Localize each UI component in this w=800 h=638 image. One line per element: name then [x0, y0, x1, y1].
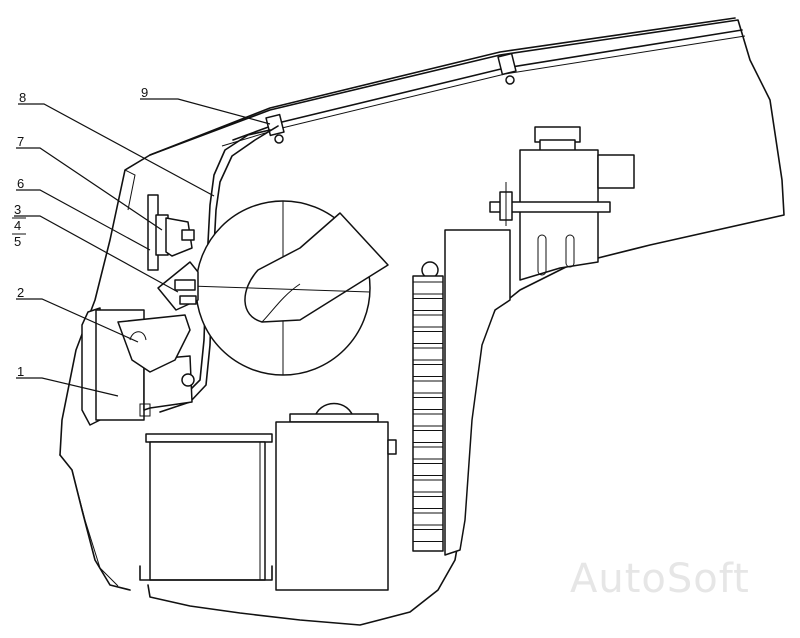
leader-lines [14, 98, 271, 397]
radiator-cell [412, 397, 444, 410]
valve-assembly [147, 194, 199, 311]
radiator-cell [412, 413, 444, 427]
callout-label-4: 4 [14, 218, 21, 233]
radiator-cell [412, 512, 444, 526]
radiator-cell [412, 446, 444, 460]
callout-label-9: 9 [141, 85, 148, 100]
radiator-stack [412, 229, 511, 556]
battery-right [275, 402, 397, 591]
callout-labels: 1 2 3 4 5 6 7 8 9 [12, 85, 148, 379]
radiator-cell [412, 298, 444, 311]
pipe-clip-9 [265, 52, 517, 144]
radiator-cell [412, 529, 444, 542]
radiator-cell [412, 364, 444, 377]
callout-label-7: 7 [17, 134, 24, 149]
round-housing [189, 200, 389, 376]
radiator-cell [412, 347, 444, 361]
battery-left [139, 433, 273, 581]
radiator-cell [412, 479, 444, 493]
radiator-cell [412, 430, 444, 443]
radiator-cell [412, 281, 444, 295]
callout-label-1: 1 [17, 364, 24, 379]
hood-outline [59, 17, 785, 626]
callout-label-6: 6 [17, 176, 24, 191]
duct-2 [117, 314, 195, 387]
radiator-cell [412, 331, 444, 344]
radiator-cell [412, 463, 444, 476]
callout-label-3: 3 [14, 202, 21, 217]
radiator-cell [412, 314, 444, 328]
callout-label-5: 5 [14, 234, 21, 249]
watermark: AutoSoft [570, 556, 750, 602]
callout-label-2: 2 [17, 285, 24, 300]
expansion-tank [489, 126, 635, 281]
radiator-cell [412, 496, 444, 509]
callout-label-8: 8 [19, 90, 26, 105]
radiator-cell [412, 380, 444, 394]
